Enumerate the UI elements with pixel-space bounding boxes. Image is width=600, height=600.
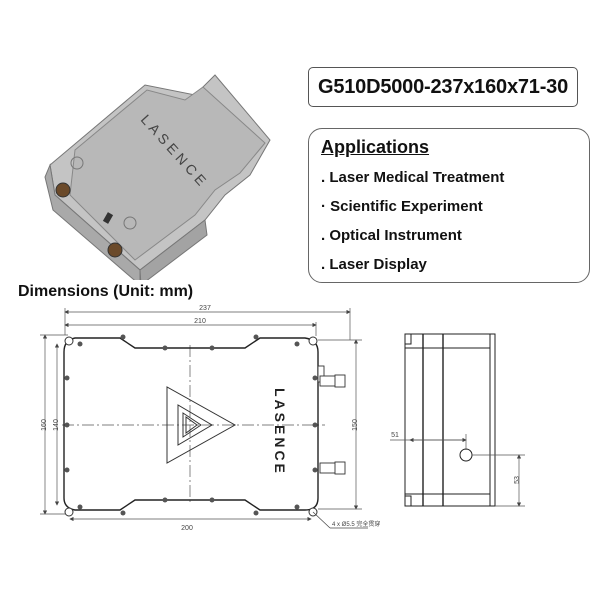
brand-marking: LASENCE	[272, 388, 288, 476]
application-item: . Laser Medical Treatment	[321, 169, 505, 186]
technical-drawing: 237 210 200 160 140 150	[40, 305, 525, 532]
sma-connector-icon	[55, 182, 71, 198]
dim-inner-width: 210	[194, 318, 206, 325]
water-connector-icon	[317, 365, 346, 475]
model-number: G510D5000-237x160x71-30	[317, 75, 569, 98]
application-item: · Scientific Experiment	[321, 198, 483, 215]
dim-side-offset-x: 51	[391, 432, 399, 439]
dimension-drawing: 237 210 200 160 140 150	[0, 300, 600, 550]
dim-inner-height: 140	[53, 419, 60, 431]
laser-module-illustration: LASENCE	[44, 74, 271, 287]
model-number-box: G510D5000-237x160x71-30	[308, 67, 578, 107]
hole-note: 4 x Ø5.5 完全贯穿	[332, 520, 380, 528]
product-render: LASENCE	[35, 45, 290, 287]
mounting-hole-icon	[308, 336, 318, 346]
dim-side-offset-y: 53	[514, 476, 521, 484]
side-view-outline	[404, 333, 496, 507]
dimensions-title: Dimensions (Unit: mm)	[18, 283, 194, 300]
triangle-logo-icon	[166, 386, 237, 464]
application-item: . Optical Instrument	[321, 227, 462, 244]
dim-hole-spacing: 200	[181, 525, 193, 532]
application-item: . Laser Display	[321, 256, 427, 273]
dim-right-height: 150	[352, 419, 359, 431]
applications-title: Applications	[321, 137, 430, 157]
mounting-hole-icon	[64, 336, 74, 346]
fiber-port-icon	[459, 448, 473, 462]
applications-panel: Applications . Laser Medical Treatment ·…	[308, 128, 590, 283]
sma-connector-icon	[107, 242, 123, 258]
dim-overall-width: 237	[199, 305, 211, 312]
mounting-hole-icon	[64, 507, 74, 517]
dim-overall-height: 160	[41, 419, 48, 431]
